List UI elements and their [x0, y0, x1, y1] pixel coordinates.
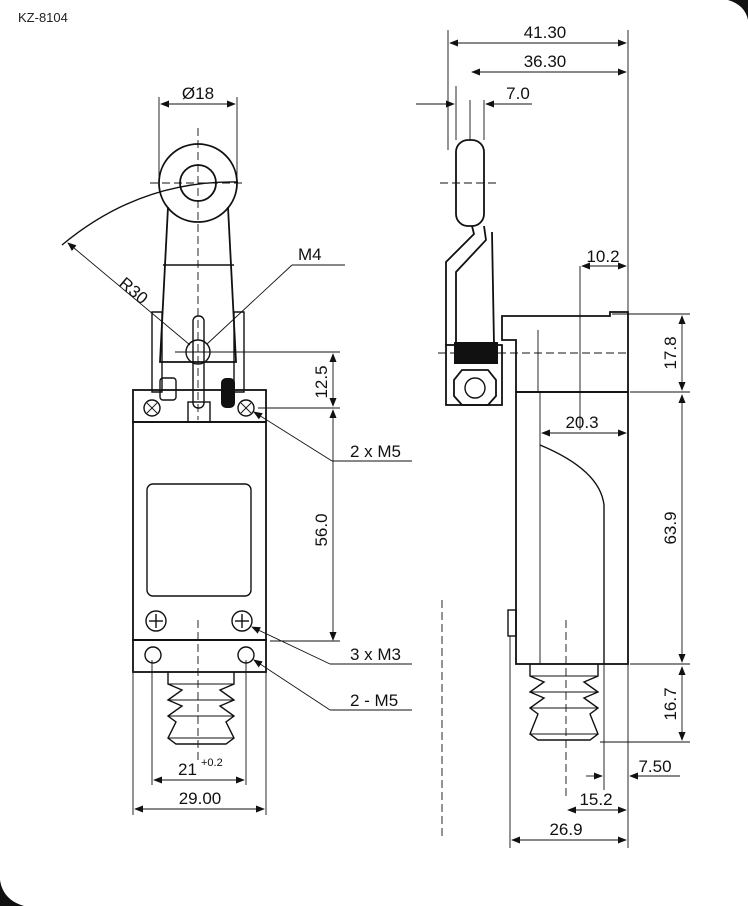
bottom-block — [132, 639, 267, 673]
dim-2-m5: 2 - M5 — [350, 691, 398, 710]
dim-10-2: 10.2 — [586, 247, 619, 266]
dim-diameter-18: Ø18 — [182, 84, 214, 103]
dim-20-3: 20.3 — [565, 413, 598, 432]
actuator-black — [221, 378, 235, 408]
dim-41-30: 41.30 — [524, 23, 567, 42]
dim-56-0: 56.0 — [312, 513, 331, 546]
dim-2xm5: 2 x M5 — [350, 442, 401, 461]
dim-3xm3: 3 x M3 — [350, 645, 401, 664]
dim-17-8: 17.8 — [661, 336, 680, 369]
m5-hole-top-right — [237, 399, 255, 417]
corner-decoration-top — [728, 0, 748, 20]
plunger-bellows-side — [528, 664, 600, 741]
front-dimensions: Ø18 R30 M4 12.5 56.0 2 x M5 3 x M3 2 - M… — [61, 84, 412, 815]
dim-16-7: 16.7 — [661, 687, 680, 720]
plunger-bellows — [166, 672, 236, 745]
nut-side — [453, 369, 497, 406]
dim-m4: M4 — [298, 245, 322, 264]
switch-body — [132, 421, 267, 641]
dim-12-5: 12.5 — [312, 365, 331, 398]
front-view — [132, 128, 340, 760]
dim-36-30: 36.30 — [524, 52, 567, 71]
lever-arm — [159, 206, 237, 363]
dim-63-9: 63.9 — [661, 511, 680, 544]
body-side — [515, 391, 629, 665]
side-view — [438, 30, 630, 840]
dim-21-tolerance: +0.2 — [201, 757, 223, 769]
r30-arc — [61, 181, 239, 246]
body-window — [146, 483, 252, 597]
m5-hole-top-left — [143, 399, 161, 417]
dim-29-00: 29.00 — [179, 789, 222, 808]
model-label: KZ-8104 — [18, 10, 68, 25]
m5-hole-bottom-left — [144, 646, 162, 664]
dim-radius-30: R30 — [115, 274, 151, 309]
dim-26-9: 26.9 — [549, 820, 582, 839]
m3-screw-left — [145, 610, 167, 632]
side-dimensions: 41.30 36.30 7.0 10.2 17.8 20.3 63.9 16.7… — [416, 23, 690, 848]
m3-screw-right — [231, 610, 253, 632]
corner-decoration-bottom — [0, 880, 24, 906]
dim-7-50: 7.50 — [638, 757, 671, 776]
head-block — [132, 389, 267, 423]
dim-15-2: 15.2 — [579, 790, 612, 809]
dim-7-0: 7.0 — [506, 84, 530, 103]
dim-21: 21 — [178, 760, 197, 779]
